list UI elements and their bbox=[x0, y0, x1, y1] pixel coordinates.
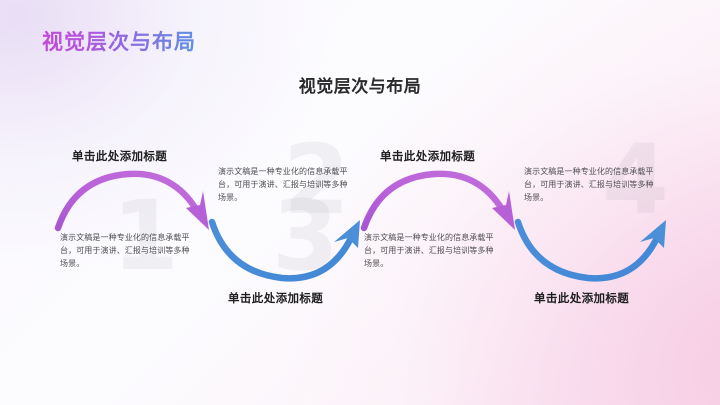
slide-header-title: 视觉层次与布局 bbox=[42, 26, 196, 56]
arrow-2-blue-icon bbox=[208, 218, 360, 282]
step-3-body: 演示文稿是一种专业化的信息承载平台，可用于演讲、汇报与培训等多种场景。 bbox=[364, 233, 494, 268]
arrow-1-purple-icon bbox=[54, 170, 209, 232]
step-1-heading: 单击此处添加标题 bbox=[72, 151, 168, 163]
step-4-heading: 单击此处添加标题 bbox=[534, 293, 630, 305]
step-3-heading: 单击此处添加标题 bbox=[380, 151, 476, 163]
step-4-body: 演示文稿是一种专业化的信息承载平台，可用于演讲、汇报与培训等多种场景。 bbox=[524, 167, 654, 202]
step-2-body: 演示文稿是一种专业化的信息承载平台，可用于演讲、汇报与培训等多种场景。 bbox=[218, 167, 348, 202]
arrow-4-blue-icon bbox=[514, 218, 666, 282]
arrow-3-purple-icon bbox=[360, 170, 515, 232]
step-1-body: 演示文稿是一种专业化的信息承载平台，可用于演讲、汇报与培训等多种场景。 bbox=[60, 233, 190, 268]
page-title: 视觉层次与布局 bbox=[298, 77, 422, 96]
step-2-heading: 单击此处添加标题 bbox=[228, 293, 324, 305]
